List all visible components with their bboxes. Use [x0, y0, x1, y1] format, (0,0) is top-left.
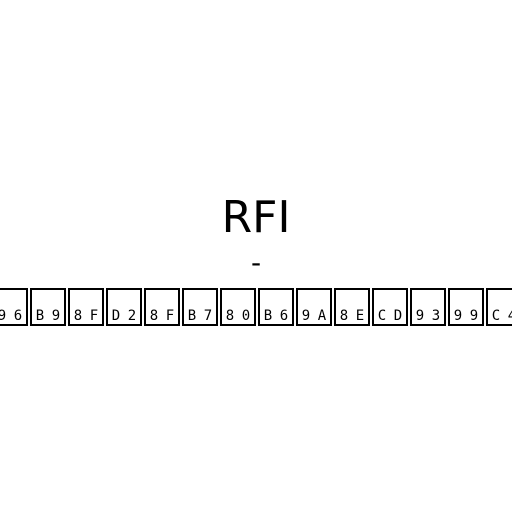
missing-glyph-box: C4: [486, 288, 512, 326]
missing-glyph-code-2: 9: [469, 307, 479, 324]
missing-glyph-code-2: D: [393, 307, 403, 324]
missing-glyph-code-1: 9: [0, 307, 7, 324]
missing-glyph-code-1: 8: [73, 307, 83, 324]
missing-glyph-code-2: F: [165, 307, 175, 324]
missing-glyph-code-2: 0: [241, 307, 251, 324]
page-title: RFI: [221, 192, 291, 243]
missing-glyph-code-2: A: [317, 307, 327, 324]
missing-glyph-code-1: 9: [415, 307, 425, 324]
missing-glyph-code-1: 8: [339, 307, 349, 324]
missing-glyph-code-2: 2: [127, 307, 137, 324]
missing-glyph-code-1: 9: [301, 307, 311, 324]
missing-glyph-code-1: C: [491, 307, 501, 324]
missing-glyph-code-1: 8: [225, 307, 235, 324]
missing-glyph-code-1: C: [377, 307, 387, 324]
missing-glyph-code-2: 3: [431, 307, 441, 324]
missing-glyph-code-1: 8: [149, 307, 159, 324]
missing-glyph-code-1: B: [263, 307, 273, 324]
missing-glyph-code-1: D: [111, 307, 121, 324]
missing-glyph-code-2: 4: [508, 308, 512, 324]
missing-glyph-code-2: 7: [203, 307, 213, 324]
missing-glyph-code-1: B: [35, 307, 45, 324]
missing-glyph-row: 96B98FD28FB780B69A8ECD9399C4: [0, 288, 512, 328]
title-separator: -: [250, 246, 262, 279]
missing-glyph-code-2: 9: [51, 307, 61, 324]
missing-glyph-code-2: E: [355, 307, 365, 324]
missing-glyph-code-1: 9: [453, 307, 463, 324]
missing-glyph-strip: 96B98FD28FB780B69A8ECD9399C4: [0, 288, 512, 326]
missing-glyph-code-2: F: [89, 307, 99, 324]
missing-glyph-code-1: B: [187, 307, 197, 324]
missing-glyph-code-2: 6: [13, 307, 23, 324]
missing-glyph-code-2: 6: [279, 307, 289, 324]
